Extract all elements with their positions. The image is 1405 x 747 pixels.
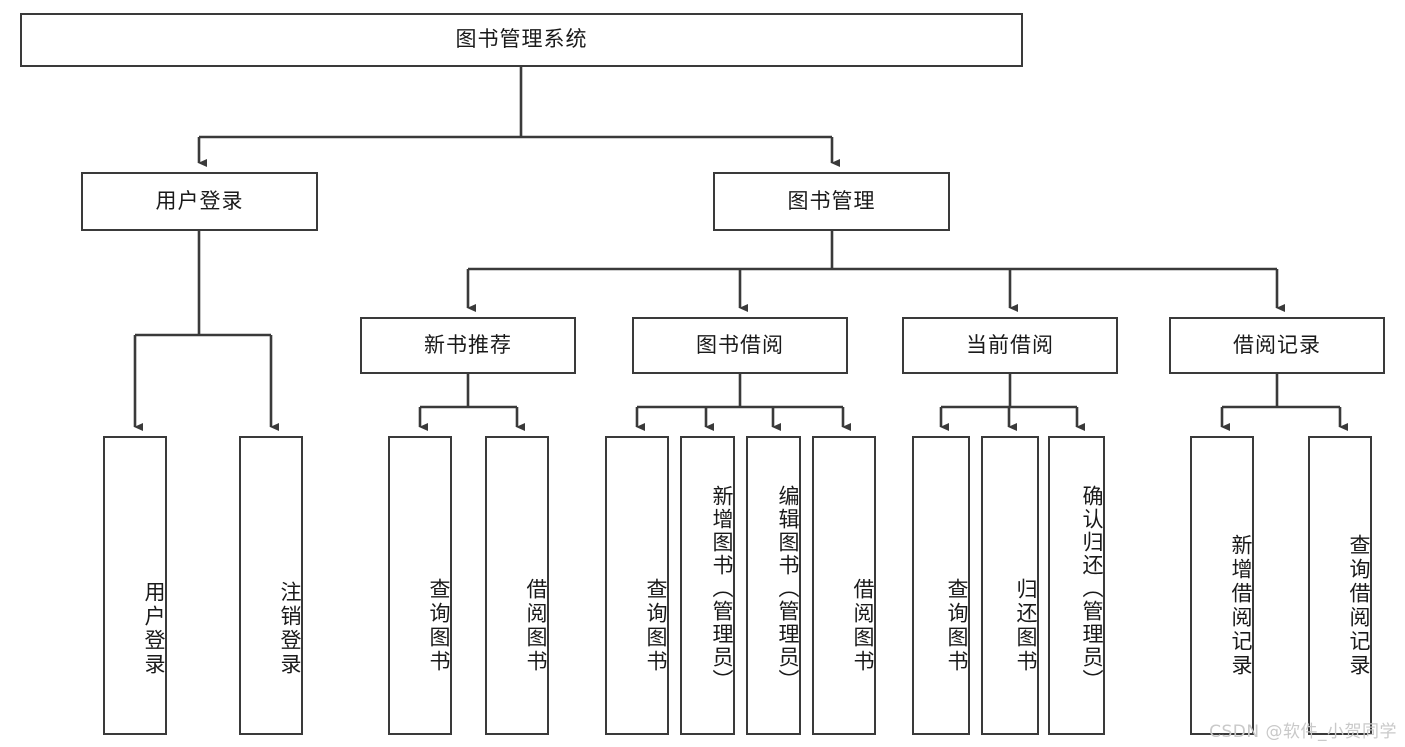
node-leaf-user-login-label: 用户登录 xyxy=(142,580,166,677)
node-root[interactable]: 图书管理系统 xyxy=(20,13,1023,67)
node-leaf-query-book-2[interactable]: 查询图书 xyxy=(605,436,669,735)
node-book-manage[interactable]: 图书管理 xyxy=(713,172,950,231)
node-leaf-edit-book[interactable]: 编辑图书（管理员） xyxy=(746,436,801,735)
node-leaf-query-book-1[interactable]: 查询图书 xyxy=(388,436,452,735)
node-leaf-query-book-3-label: 查询图书 xyxy=(945,577,969,674)
node-leaf-user-login[interactable]: 用户登录 xyxy=(103,436,167,735)
node-leaf-add-record[interactable]: 新增借阅记录 xyxy=(1190,436,1254,735)
node-leaf-query-record[interactable]: 查询借阅记录 xyxy=(1308,436,1372,735)
node-book-manage-label: 图书管理 xyxy=(787,188,876,213)
node-book-borrow[interactable]: 图书借阅 xyxy=(632,317,848,374)
node-borrow-record[interactable]: 借阅记录 xyxy=(1169,317,1385,374)
node-leaf-query-book-3[interactable]: 查询图书 xyxy=(912,436,970,735)
node-leaf-borrow-book-2[interactable]: 借阅图书 xyxy=(812,436,876,735)
node-user-login[interactable]: 用户登录 xyxy=(81,172,318,231)
node-leaf-add-book-label: 新增图书（管理员） xyxy=(710,485,734,692)
node-leaf-borrow-book-1-label: 借阅图书 xyxy=(524,577,548,674)
node-leaf-user-logout-label: 注销登录 xyxy=(278,580,302,677)
csdn-watermark: CSDN @软件_小贺同学 xyxy=(1209,722,1397,742)
node-current-borrow[interactable]: 当前借阅 xyxy=(902,317,1118,374)
node-leaf-return-book-label: 归还图书 xyxy=(1014,577,1038,674)
node-leaf-user-logout[interactable]: 注销登录 xyxy=(239,436,303,735)
node-leaf-add-book[interactable]: 新增图书（管理员） xyxy=(680,436,735,735)
node-root-label: 图书管理系统 xyxy=(455,27,588,52)
node-leaf-query-book-1-label: 查询图书 xyxy=(427,577,451,674)
node-borrow-record-label: 借阅记录 xyxy=(1233,332,1321,357)
node-book-borrow-label: 图书借阅 xyxy=(696,332,784,357)
node-leaf-query-record-label: 查询借阅记录 xyxy=(1347,533,1371,678)
node-leaf-borrow-book-2-label: 借阅图书 xyxy=(851,577,875,674)
node-leaf-confirm-return-label: 确认归还（管理员） xyxy=(1080,485,1104,692)
node-leaf-confirm-return[interactable]: 确认归还（管理员） xyxy=(1048,436,1105,735)
node-new-book-recommend[interactable]: 新书推荐 xyxy=(360,317,576,374)
node-leaf-add-record-label: 新增借阅记录 xyxy=(1229,533,1253,678)
node-leaf-query-book-2-label: 查询图书 xyxy=(644,577,668,674)
node-leaf-return-book[interactable]: 归还图书 xyxy=(981,436,1039,735)
node-new-book-recommend-label: 新书推荐 xyxy=(424,332,512,357)
node-leaf-borrow-book-1[interactable]: 借阅图书 xyxy=(485,436,549,735)
node-leaf-edit-book-label: 编辑图书（管理员） xyxy=(776,485,800,692)
node-user-login-label: 用户登录 xyxy=(155,188,244,213)
node-current-borrow-label: 当前借阅 xyxy=(966,332,1054,357)
